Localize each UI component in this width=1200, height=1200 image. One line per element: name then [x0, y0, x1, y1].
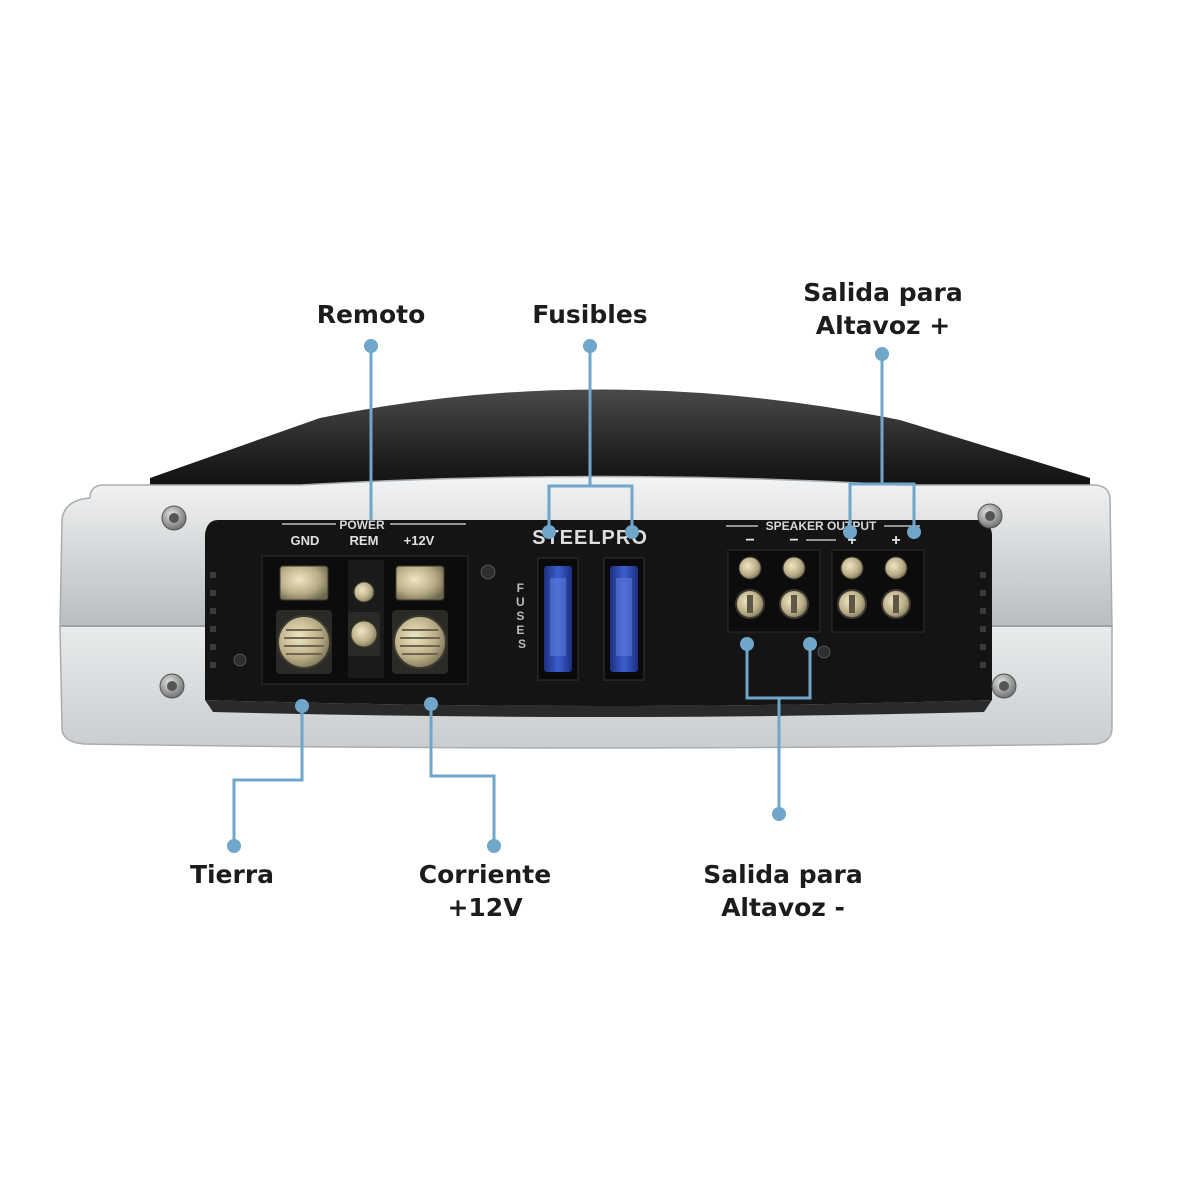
callout-salida-positivo-line1: Salida para [803, 278, 963, 307]
panel-screw [233, 653, 247, 667]
polarity-neg-1: − [745, 532, 754, 549]
fuses-letter: S [516, 609, 524, 623]
callout-dots [227, 339, 921, 853]
fusibles-dot [542, 525, 556, 539]
brand-logo: STEELPRO [532, 527, 648, 549]
vent-slots [210, 572, 986, 668]
fusibles-leader [547, 346, 634, 532]
callout-salida-negativo: Salida para Altavoz - [693, 858, 873, 924]
polarity-pos-1: + [847, 532, 856, 549]
gnd-label: GND [291, 533, 320, 548]
fuses-label: F U S E S [516, 581, 528, 651]
power-terminal-block [261, 555, 469, 685]
tierra-dot [295, 699, 309, 713]
corriente-dot [424, 697, 438, 711]
salida-neg-dot [803, 637, 817, 651]
callout-salida-negativo-line1: Salida para [703, 860, 863, 889]
callout-lines [232, 346, 916, 846]
callout-corriente-line1: Corriente [418, 860, 552, 889]
shell-screw [977, 503, 1003, 529]
gnd-terminal [276, 565, 332, 674]
salida-neg-leader [745, 644, 812, 814]
callout-salida-positivo: Salida para Altavoz + [793, 276, 973, 342]
shell-screw [161, 505, 187, 531]
salida-pos-dot [875, 347, 889, 361]
callout-corriente-line2: +12V [447, 893, 523, 922]
plus12v-terminal [392, 565, 448, 674]
amplifier: POWER GND REM +12V [59, 389, 1113, 749]
panel-screw [817, 645, 831, 659]
shell-screw [991, 673, 1017, 699]
fuse-2 [603, 557, 645, 681]
corriente-dot [487, 839, 501, 853]
shell-screw [159, 673, 185, 699]
polarity-pos-2: + [891, 532, 900, 549]
speaker-terminal-block-positive [831, 549, 925, 633]
fusibles-dot [625, 525, 639, 539]
callout-remoto: Remoto [296, 298, 446, 331]
salida-neg-dot [740, 637, 754, 651]
fuses-letter: S [518, 637, 526, 651]
polarity-neg-2: − [789, 532, 798, 549]
tierra-leader [232, 706, 304, 846]
panel-screw [480, 564, 496, 580]
speaker-output-label: SPEAKER OUTPUT [766, 519, 877, 533]
remoto-dot [364, 339, 378, 353]
salida-pos-dot [907, 525, 921, 539]
fuses-letter: U [516, 595, 525, 609]
callout-fusibles-text: Fusibles [532, 300, 648, 329]
fuse-1 [537, 557, 579, 681]
fuses-letter: F [517, 581, 524, 595]
amplifier-top-surface [150, 389, 1090, 505]
callout-tierra-text: Tierra [189, 860, 275, 889]
callout-tierra: Tierra [172, 858, 292, 891]
callout-corriente: Corriente +12V [410, 858, 560, 924]
callout-salida-positivo-line2: Altavoz + [815, 311, 951, 340]
salida-neg-dot [772, 807, 786, 821]
callout-remoto-text: Remoto [316, 300, 426, 329]
plus12v-label: +12V [404, 533, 435, 548]
corriente-leader [429, 706, 496, 846]
salida-pos-dot [843, 525, 857, 539]
callout-fusibles: Fusibles [520, 298, 660, 331]
fusibles-dot [583, 339, 597, 353]
salida-pos-leader [848, 354, 916, 532]
callout-salida-negativo-line2: Altavoz - [721, 893, 845, 922]
tierra-dot [227, 839, 241, 853]
power-group-label: POWER [339, 518, 385, 532]
rem-label: REM [350, 533, 379, 548]
speaker-terminal-block-negative [727, 549, 821, 633]
fuses-letter: E [516, 623, 524, 637]
rem-terminal [348, 581, 380, 656]
